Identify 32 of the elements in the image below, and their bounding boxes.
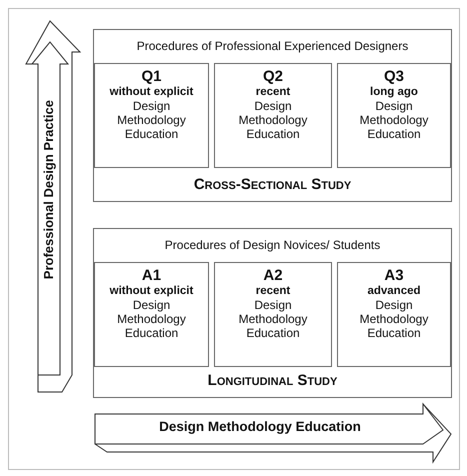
- group-qualifier: advanced: [367, 284, 421, 298]
- group-description: Design Methodology Education: [116, 298, 187, 340]
- group-cell: [94, 63, 209, 168]
- group-qualifier: without explicit: [110, 85, 194, 99]
- group-description: Design Methodology Education: [358, 298, 430, 340]
- group-code: Q2: [262, 68, 283, 85]
- group-qualifier: long ago: [370, 85, 418, 99]
- group-description: Design Methodology Education: [238, 298, 308, 340]
- group-code: Q1: [141, 68, 162, 85]
- group-code: A2: [263, 267, 283, 284]
- study-title: Longitudinal Study: [206, 372, 338, 389]
- panel-heading: Procedures of Design Novices/ Students: [164, 238, 382, 252]
- group-code: A3: [384, 267, 404, 284]
- group-qualifier: recent: [256, 85, 290, 99]
- group-cell: [94, 262, 209, 367]
- group-cell: [337, 262, 451, 367]
- group-description: Design Methodology Education: [238, 99, 308, 141]
- study-title: Cross-Sectional Study: [192, 176, 352, 193]
- group-qualifier: recent: [256, 284, 290, 298]
- group-qualifier: without explicit: [110, 284, 194, 298]
- group-cell: [214, 63, 332, 168]
- arrow-label: Professional Design Practice: [41, 100, 56, 280]
- group-cell: [337, 63, 451, 168]
- study-panel: [93, 29, 452, 202]
- group-description: Design Methodology Education: [116, 99, 187, 141]
- panel-heading: Procedures of Professional Experienced Designers: [136, 39, 410, 53]
- arrow-label: Design Methodology Education: [158, 419, 362, 434]
- group-description: Design Methodology Education: [358, 99, 430, 141]
- group-cell: [214, 262, 332, 367]
- group-code: Q3: [384, 68, 404, 85]
- group-code: A1: [142, 267, 162, 284]
- study-panel: [93, 228, 452, 398]
